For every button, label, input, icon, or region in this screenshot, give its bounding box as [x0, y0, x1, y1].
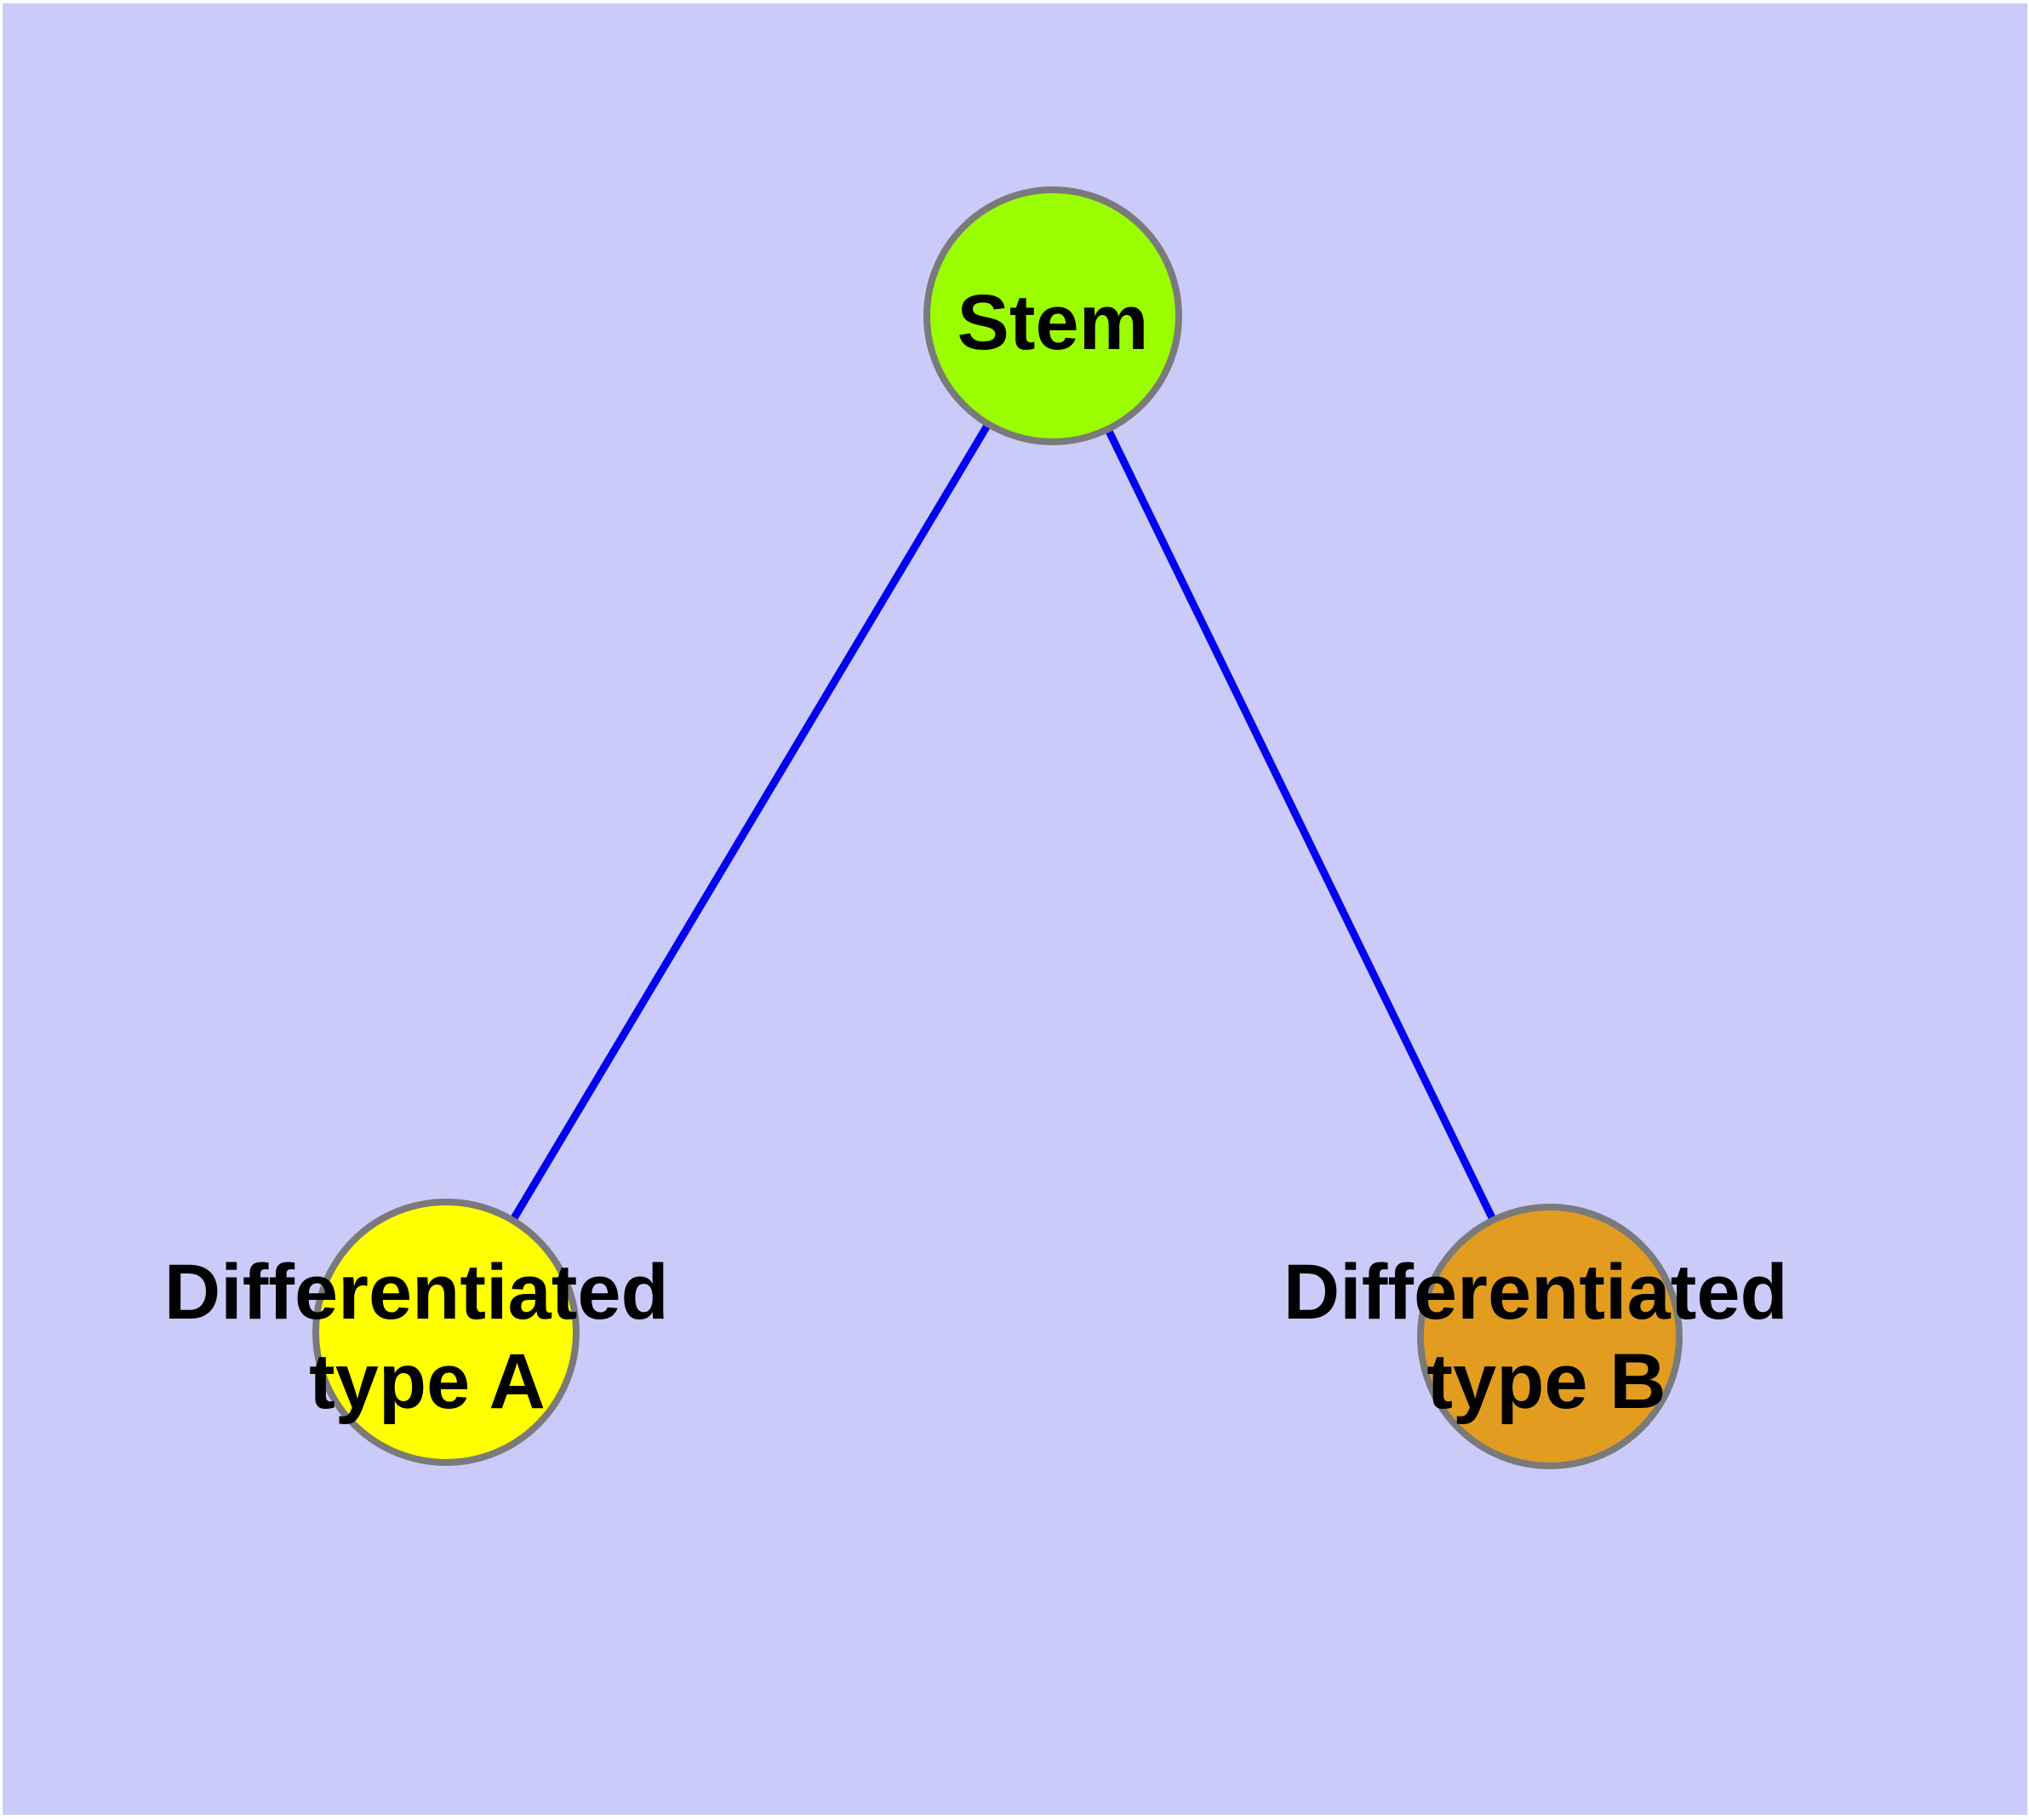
node-differentiated-type-a [312, 1199, 580, 1466]
edge-stem-to-type-b [1049, 314, 1554, 1338]
node-type-b-label-line2: type B [1426, 1338, 1666, 1425]
node-type-a-label: Differentiated type A [164, 1249, 691, 1425]
node-type-a-label-line2: type A [309, 1338, 546, 1425]
node-type-a-label-line1: Differentiated [164, 1249, 669, 1336]
node-stem [923, 186, 1182, 445]
node-stem-label-text: Stem [957, 279, 1149, 366]
node-type-b-label: Differentiated type B [1283, 1249, 1810, 1425]
edge-stem-to-type-a [443, 313, 1056, 1335]
node-type-b-label-line1: Differentiated [1283, 1249, 1788, 1336]
node-stem-label: Stem [957, 279, 1149, 366]
node-differentiated-type-b [1417, 1204, 1683, 1469]
